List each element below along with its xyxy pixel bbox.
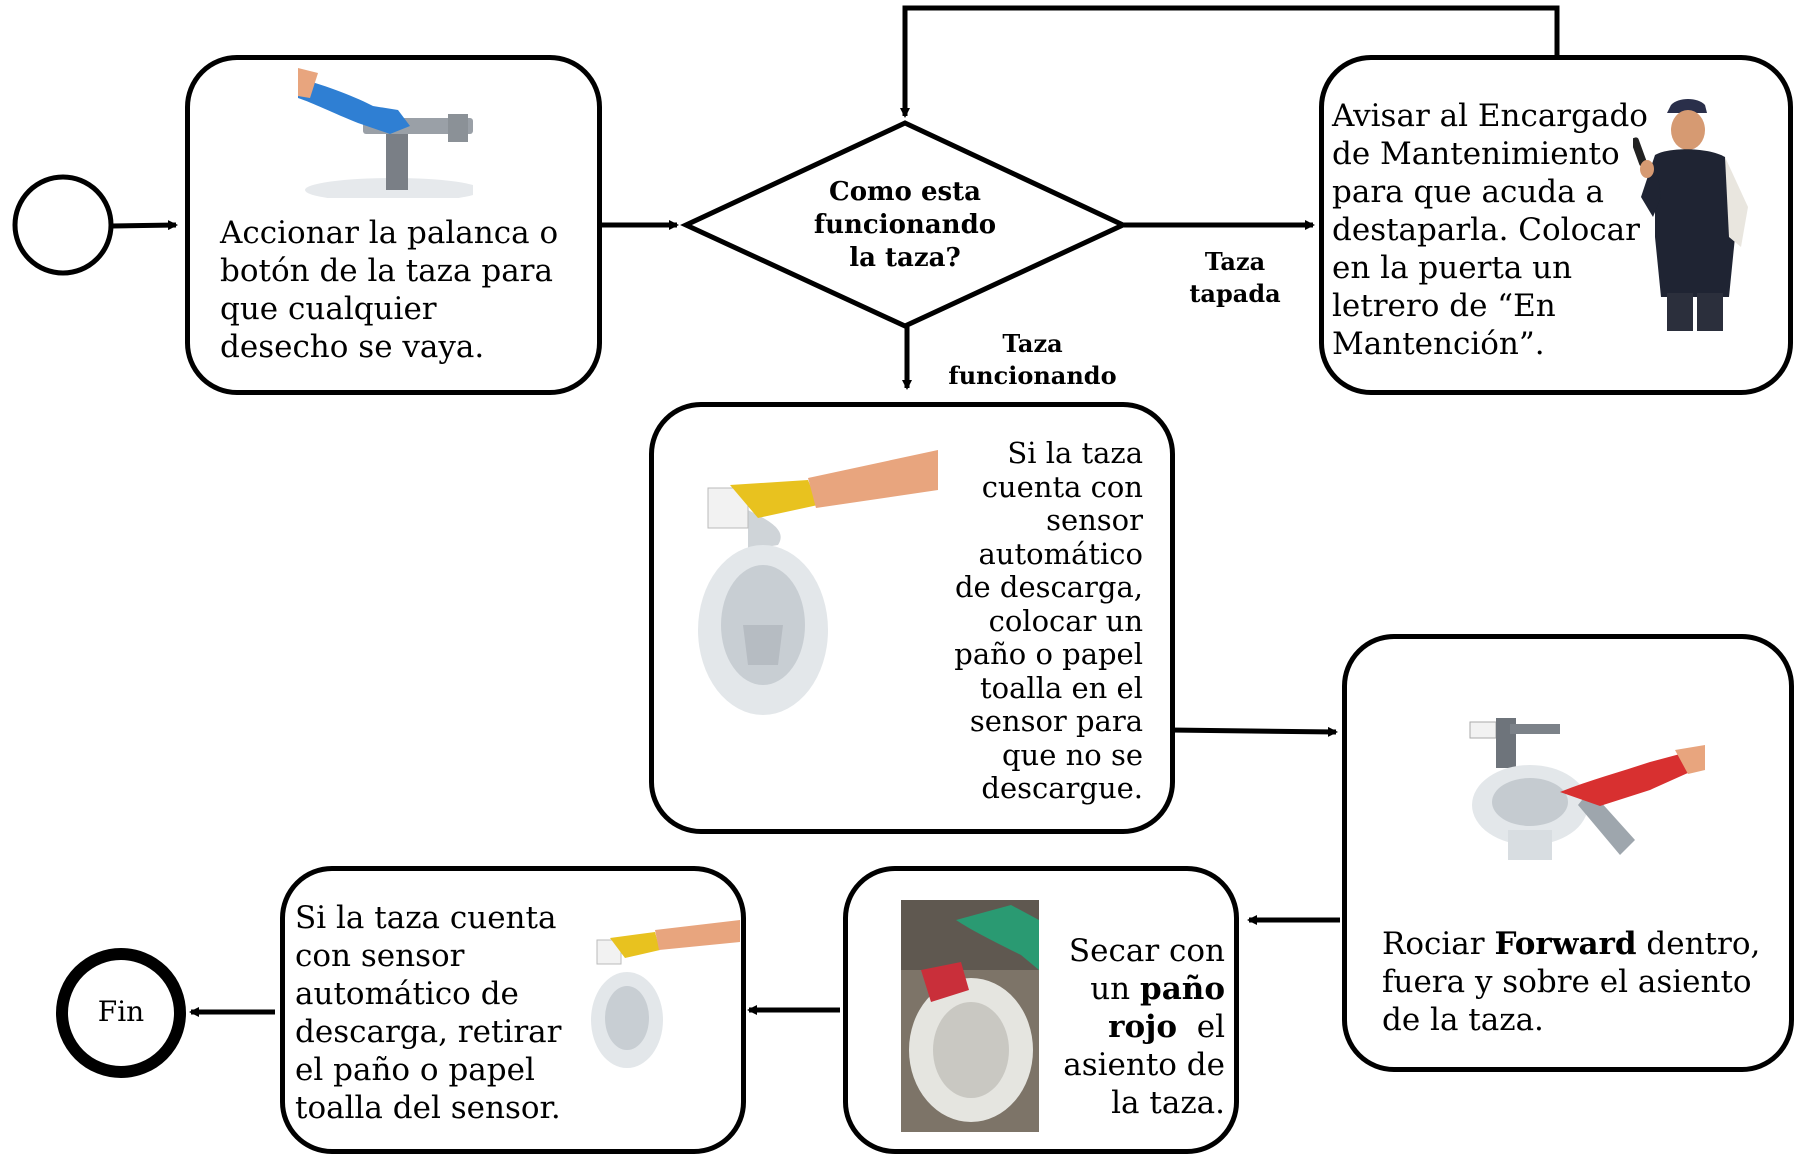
- decision-question: Como esta funcionando la taza?: [813, 177, 997, 273]
- spray-text: Rociar Forward dentro, fuera y sobre el …: [1382, 926, 1761, 1038]
- branch-label-clogged: Taza tapada: [1189, 247, 1281, 308]
- dry-seat-text: Secar con un paño rojo el asiento de la …: [1063, 933, 1225, 1121]
- flush-lever-blue-glove-image: [298, 68, 473, 198]
- toilet-dry-red-cloth-image: [901, 900, 1039, 1132]
- maintenance-worker-image: [1633, 99, 1748, 331]
- arrow-sensor-to-spray: [1169, 726, 1338, 737]
- decision-diamond: [680, 120, 1129, 329]
- toilet-sensor-yellow-glove-image: [698, 450, 938, 715]
- remove-cloth-box: [280, 866, 746, 1154]
- start-node: [12, 174, 114, 276]
- step1-text: Accionar la palanca o botón de la taza p…: [220, 215, 559, 365]
- arrow-notify-loop-back: [900, 5, 1560, 118]
- remove-cloth-text: Si la taza cuenta con sensor automático …: [295, 900, 562, 1126]
- end-label: Fin: [97, 995, 145, 1028]
- sensor-cover-text: Si la taza cuenta con sensor automático …: [954, 436, 1143, 805]
- end-node: [56, 948, 186, 1078]
- toilet-remove-yellow-glove-image: [591, 920, 740, 1068]
- notify-maintenance-text: Avisar al Encargado de Mantenimiento par…: [1332, 98, 1648, 362]
- toilet-spray-red-glove-image: [1469, 718, 1705, 860]
- spray-box: [1342, 634, 1794, 1072]
- arrow-start-to-step1: [111, 220, 178, 231]
- branch-label-working: Taza funcionando: [948, 329, 1117, 390]
